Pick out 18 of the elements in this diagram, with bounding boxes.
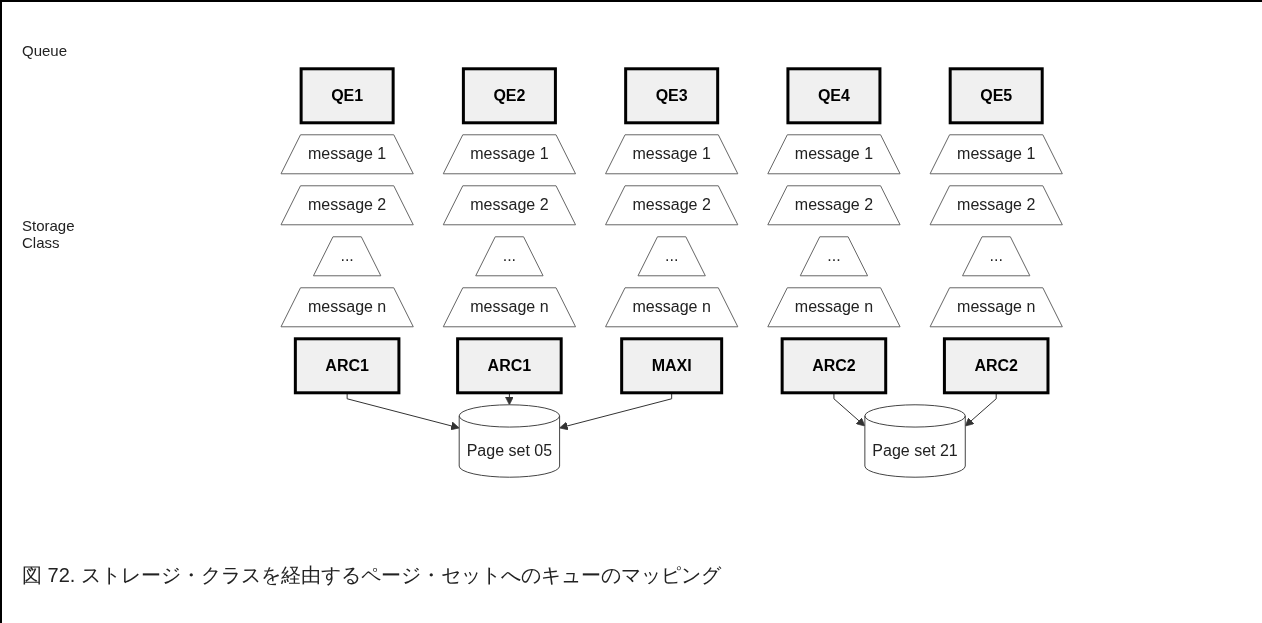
node-box: MAXI (620, 337, 724, 395)
arrow (833, 392, 866, 427)
node-box: QE3 (624, 67, 720, 125)
node-box: ARC1 (456, 337, 563, 395)
arrow (505, 392, 515, 406)
row-label: Queue (22, 42, 68, 59)
node-box: QE4 (786, 67, 882, 125)
arrow (346, 392, 460, 431)
arrow (965, 392, 997, 427)
node-box: ARC1 (294, 337, 401, 395)
node-box: QE2 (462, 67, 558, 125)
node-box: ARC2 (781, 337, 888, 395)
node-box: ARC2 (943, 337, 1050, 395)
node-box: QE5 (949, 67, 1045, 125)
arrow (559, 392, 673, 431)
row-label: Storage Class (22, 217, 76, 251)
node-box: QE1 (299, 67, 395, 125)
figure-caption: 図 72. ストレージ・クラスを経由するページ・セットへのキューのマッピング (22, 563, 721, 588)
